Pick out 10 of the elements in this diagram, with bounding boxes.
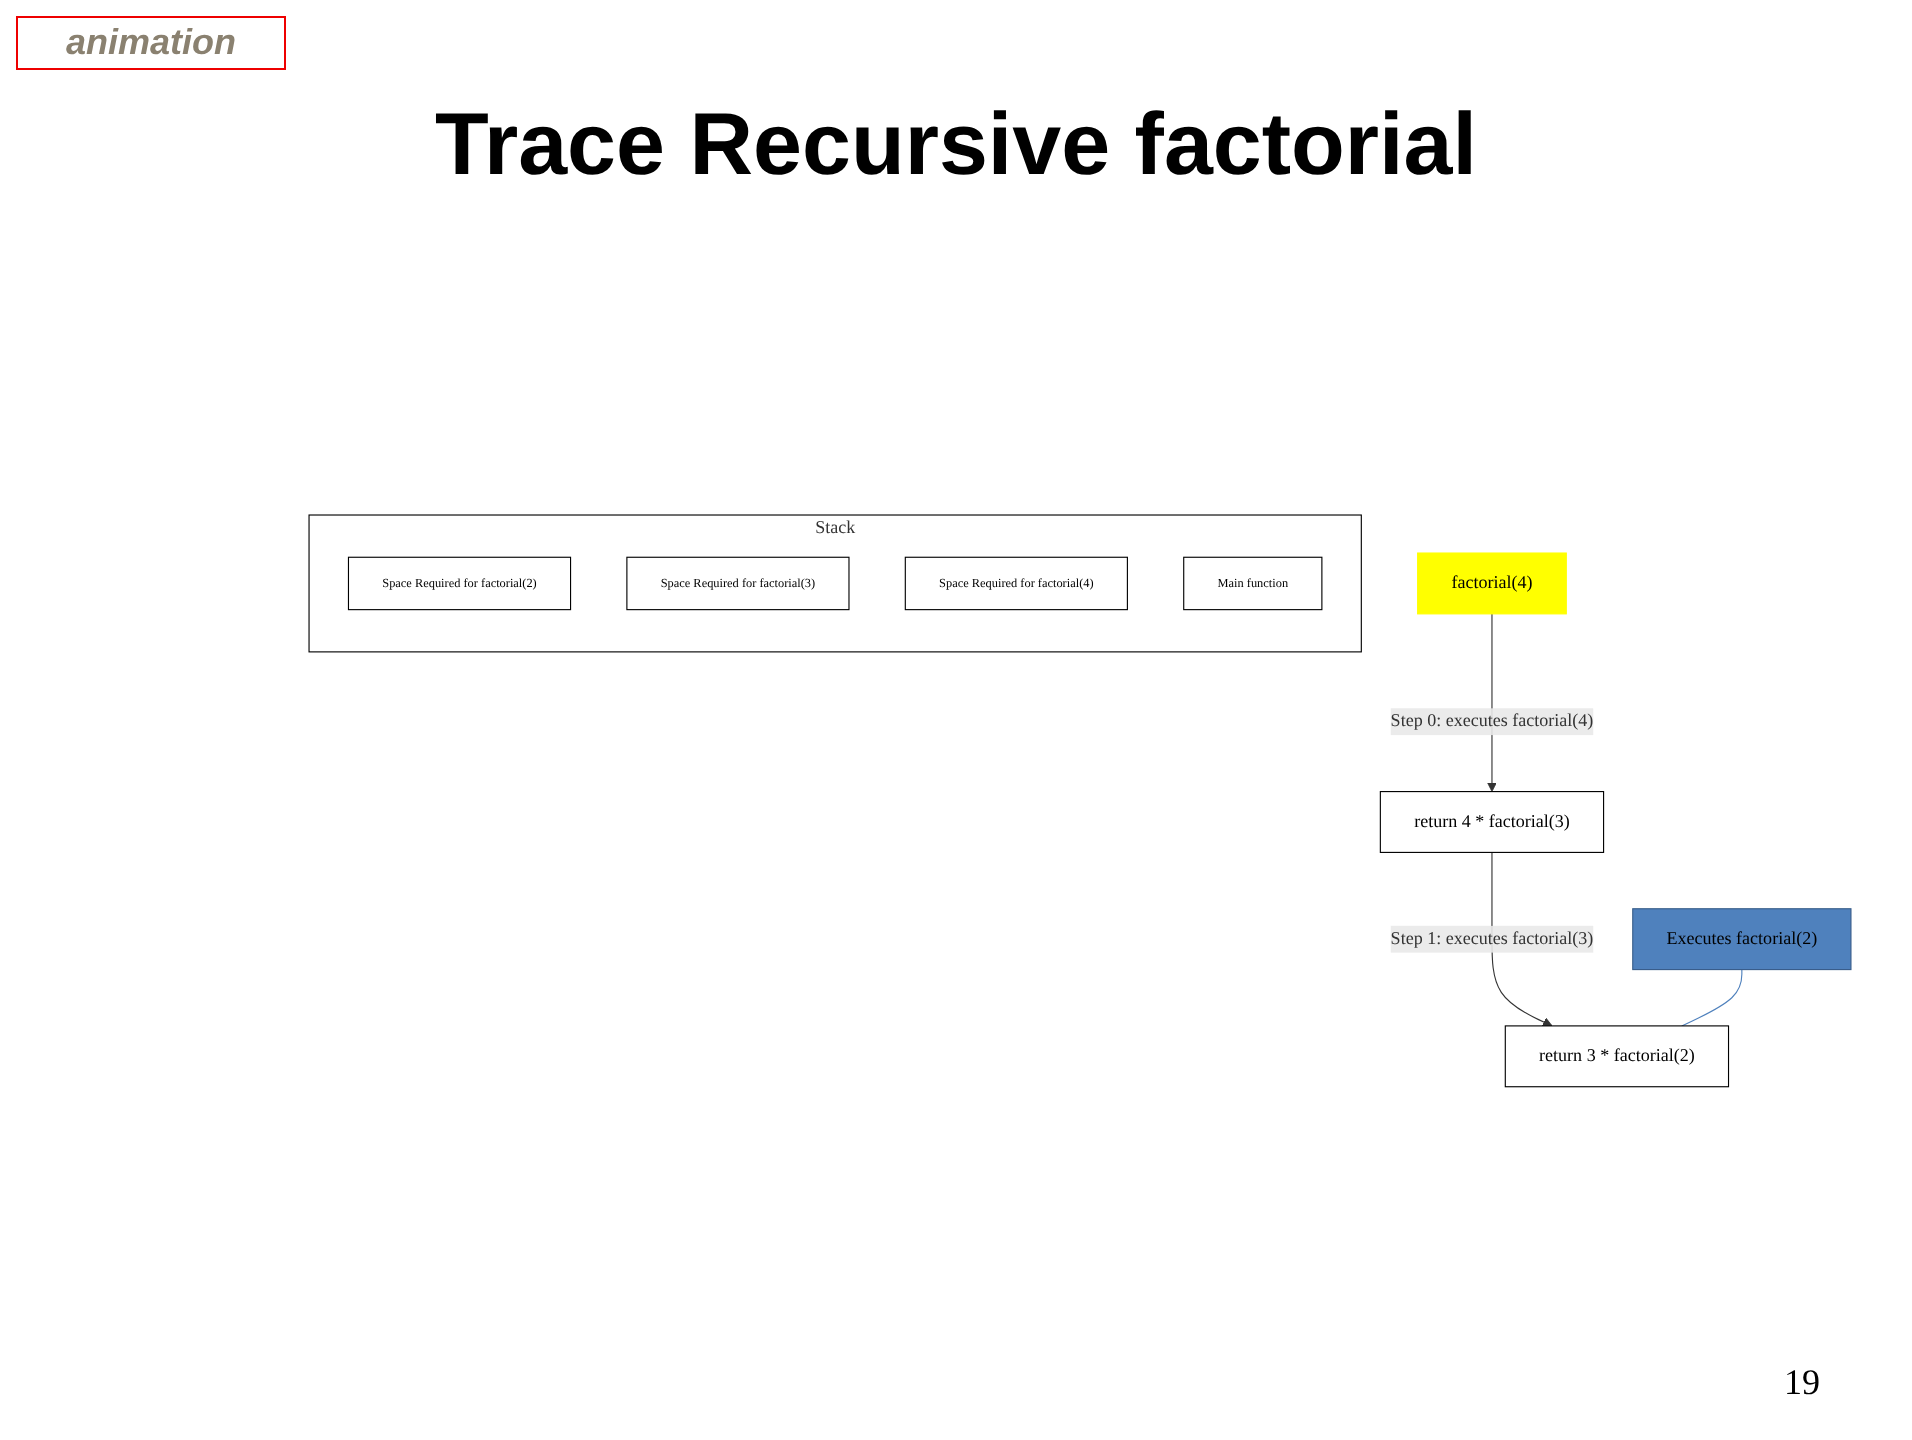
connector <box>1681 968 1743 1026</box>
edge-label: Step 1: executes factorial(3) <box>1390 928 1594 948</box>
title: Trace Recursive factorial <box>433 96 1479 196</box>
node-box: Executes factorial(2) <box>1632 907 1852 970</box>
tag-label: animation <box>16 16 287 70</box>
node-box: factorial(4) <box>1417 551 1567 614</box>
page-number: 19 <box>1784 1362 1820 1404</box>
node-box: return 3 * factorial(2) <box>1504 1024 1730 1087</box>
node-box: return 4 * factorial(3) <box>1379 790 1605 853</box>
edge-label: Step 0: executes factorial(4) <box>1390 710 1594 730</box>
